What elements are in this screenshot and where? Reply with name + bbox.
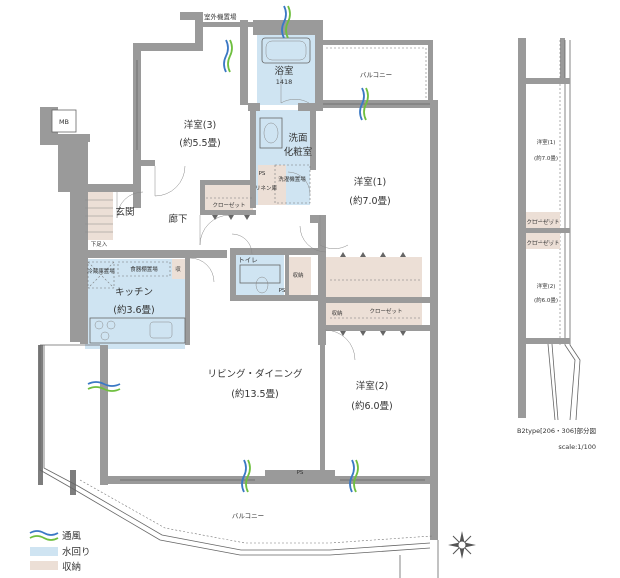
closet-1-area [326,257,422,297]
legend-water-label: 水回り [62,546,91,558]
ventilation-icon [87,381,121,392]
storage-label: 収納 [331,309,343,317]
door-swings [116,75,356,361]
pantry-label: 食器棚置場 [130,265,158,273]
partial-closet-label: クローゼット [526,218,559,226]
fridge-space [87,261,115,289]
mb-label: MB [59,118,69,126]
ps-label: PS [279,288,286,294]
room-size-kitchen: (約3.6畳) [113,304,155,316]
outdoor-unit-label: 室外機置場 [204,12,237,21]
bathtub-inner [265,40,307,61]
kitchen-sink [149,321,173,339]
ventilation-icon [349,459,359,493]
stove-burner [100,331,110,341]
room-label-washroom-2: 化粧室 [284,146,313,158]
balcony-bottom-label: バルコニー [232,512,264,520]
room-label-entrance: 玄関 [115,206,134,218]
partial-room1-label: 洋室(1) [537,138,556,146]
room-label-western2: 洋室(2) [356,380,388,392]
room-size-living: (約13.5畳) [231,388,279,400]
ventilation-icon [223,39,233,73]
legend-water-swatch [30,547,58,556]
room-label-toilet: トイレ [238,256,258,264]
washer-label: 洗濯機置場 [278,175,306,183]
legend-vent-icon [29,530,59,541]
washer-space [274,164,311,204]
storage-label: 収 [175,266,181,273]
room-size-western2: (約6.0畳) [351,400,393,412]
room-label-washroom: 洗面 [288,132,307,144]
kitchen-counter [89,317,186,344]
partial-plan [518,38,581,421]
stove-burner [106,320,116,330]
room-label-kitchen: キッチン [115,287,153,298]
partial-room2-size: (約6.0畳) [534,296,558,304]
toilet-area [236,255,284,295]
washbasin [259,117,283,149]
shoe-label: 下足入 [91,241,108,248]
toilet-bowl [255,276,269,294]
ps-label: PS [259,171,266,177]
room-size-western3: (約5.5畳) [179,137,221,149]
room-size-bath: 1418 [276,78,293,86]
storage-label: 収納 [292,271,304,279]
legend-vent-label: 通風 [62,531,82,542]
legend-storage-swatch [30,561,58,570]
bathtub [261,37,311,64]
toilet-counter [239,264,281,284]
partial-room2-label: 洋室(2) [537,282,556,290]
balcony-top-label: バルコニー [360,71,392,79]
partial-closet-label: クローゼット [526,239,559,247]
ventilation-icon [281,5,291,39]
mb-box [51,109,77,133]
bath-area [257,35,315,105]
kitchen-storage-area [172,259,185,279]
linen-area [258,165,286,205]
room-label-western1: 洋室(1) [354,176,386,188]
closet-3-area [205,185,253,213]
storage-area [287,257,311,295]
shoe-shelves [85,199,113,233]
room-label-western3: 洋室(3) [184,119,216,131]
scale-label: scale:1/100 [558,443,596,451]
partial-room1-size: (約7.0畳) [534,154,558,162]
fridge-label: 冷蔵庫置場 [87,267,115,275]
stove-burner [94,320,104,330]
balcony-top-rail [326,47,427,98]
partial-caption: B2type[206・306]部分図 [517,426,596,435]
linen-label: リネン庫 [255,184,278,192]
closet-label: クローゼット [369,307,402,315]
ventilation-icon [359,87,369,121]
room-label-living: リビング・ダイニング [207,368,303,380]
room-size-western1: (約7.0畳) [349,195,391,207]
closet-label: クローゼット [212,201,245,209]
legend-storage-label: 収納 [62,561,81,573]
washbasin-bowl [263,122,279,144]
balcony-outline [39,344,439,578]
closet-2-area [326,301,422,325]
closet-door-marks [212,215,406,336]
room-label-bath: 浴室 [274,65,293,77]
pantry-space [117,261,171,277]
room-label-hallway: 廊下 [168,213,187,225]
compass-icon [448,531,476,559]
ventilation-icon [241,459,251,493]
ps-label: PS [297,470,304,476]
window-lines [120,60,430,481]
